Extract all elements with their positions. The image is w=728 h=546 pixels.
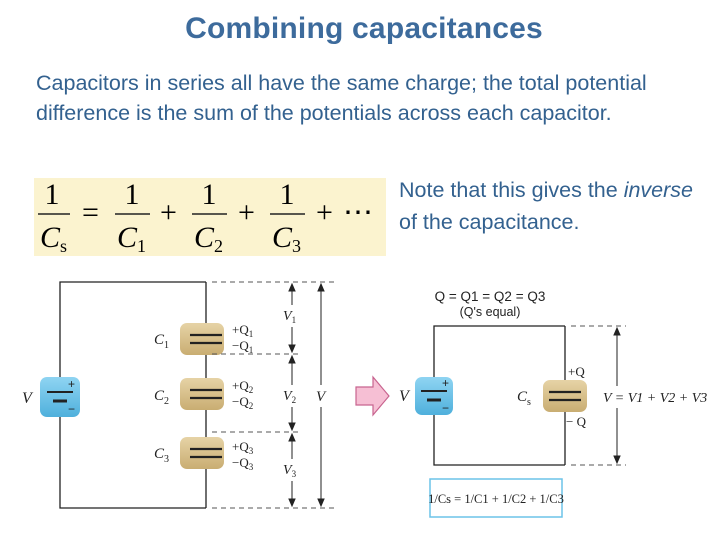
voltage-guide-lines xyxy=(571,325,626,466)
left-circuit: + − V C1 +Q1 −Q1 C2 +Q2 −Q2 C3 +Q3 −Q3 xyxy=(22,281,335,509)
label-mask xyxy=(279,385,305,407)
formula-numerator: 1 xyxy=(202,178,217,211)
voltage-sum-relation: V = V1 + V2 + V3 xyxy=(603,391,707,406)
battery-icon xyxy=(415,377,453,415)
charge-equality-line: Q = Q1 = Q2 = Q3 xyxy=(435,289,546,304)
total-voltage-label: V xyxy=(316,389,327,405)
battery-plus-sign: + xyxy=(442,376,449,390)
formula-numerator: 1 xyxy=(125,178,140,211)
capacitor-c2-icon xyxy=(180,378,224,410)
charge-minus-q1: −Q1 xyxy=(232,338,253,355)
capacitor-c3-label: C3 xyxy=(154,446,169,465)
formula-equals: = xyxy=(82,196,99,229)
formula-numerator: 1 xyxy=(45,178,60,211)
voltage-guide-lines xyxy=(212,281,335,509)
note-paragraph: Note that this gives the inverse of the … xyxy=(399,174,709,238)
voltage-v2-label: V2 xyxy=(283,389,296,405)
series-formula: 1 Cs = 1 C1 + 1 C2 + 1 C3 + ⋯ xyxy=(38,178,373,256)
intro-paragraph: Capacitors in series all have the same c… xyxy=(36,71,647,125)
charge-plus-q1: +Q1 xyxy=(232,322,253,339)
charge-minus-q: − Q xyxy=(566,414,587,429)
battery-minus-sign: − xyxy=(68,402,75,416)
capacitor-c2-label: C2 xyxy=(154,388,169,407)
slide-title: Combining capacitances xyxy=(185,12,543,45)
charge-minus-q3: −Q3 xyxy=(232,455,254,472)
battery-minus-sign: − xyxy=(442,401,449,415)
battery-icon xyxy=(40,377,80,417)
battery-plus-sign: + xyxy=(68,377,75,391)
charge-plus-q: +Q xyxy=(568,364,585,379)
label-mask xyxy=(279,305,305,327)
note-text-after: of the capacitance. xyxy=(399,210,580,234)
charge-minus-q2: −Q2 xyxy=(232,394,253,411)
label-mask xyxy=(279,459,305,481)
equivalent-capacitor-label: Cs xyxy=(517,389,531,408)
formula-c3: C3 xyxy=(272,221,301,256)
charge-plus-q2: +Q2 xyxy=(232,378,253,395)
formula-cs: Cs xyxy=(40,221,67,256)
capacitor-c1-label: C1 xyxy=(154,332,169,351)
formula-plus: + xyxy=(316,196,333,229)
note-text-before: Note that this gives the xyxy=(399,178,618,202)
battery-voltage-label: V xyxy=(399,388,411,405)
equivalence-arrow-icon xyxy=(355,375,390,417)
series-formula-box xyxy=(34,178,386,256)
charge-plus-q3: +Q3 xyxy=(232,439,254,456)
inverse-capacitance-formula-box xyxy=(429,478,563,518)
formula-c2: C2 xyxy=(194,221,223,256)
formula-numerator: 1 xyxy=(280,178,295,211)
formula-plus: + xyxy=(160,196,177,229)
battery-voltage-label: V xyxy=(22,390,34,407)
capacitor-c1-icon xyxy=(180,323,224,355)
voltage-v3-label: V3 xyxy=(283,463,297,479)
right-circuit: Q = Q1 = Q2 = Q3 (Q's equal) + − V Cs +Q… xyxy=(399,289,716,518)
label-mask xyxy=(600,386,716,408)
formula-ellipsis: ⋯ xyxy=(343,196,373,229)
voltage-v1-label: V1 xyxy=(283,309,296,325)
inverse-capacitance-formula: 1/Cs = 1/C1 + 1/C2 + 1/C3 xyxy=(428,492,564,506)
charge-equality-note: (Q's equal) xyxy=(460,305,521,319)
label-mask xyxy=(313,385,331,407)
formula-c1: C1 xyxy=(117,221,146,256)
note-emphasis: inverse xyxy=(623,178,694,202)
formula-plus: + xyxy=(238,196,255,229)
equivalent-capacitor-icon xyxy=(543,380,587,412)
capacitor-c3-icon xyxy=(180,437,224,469)
